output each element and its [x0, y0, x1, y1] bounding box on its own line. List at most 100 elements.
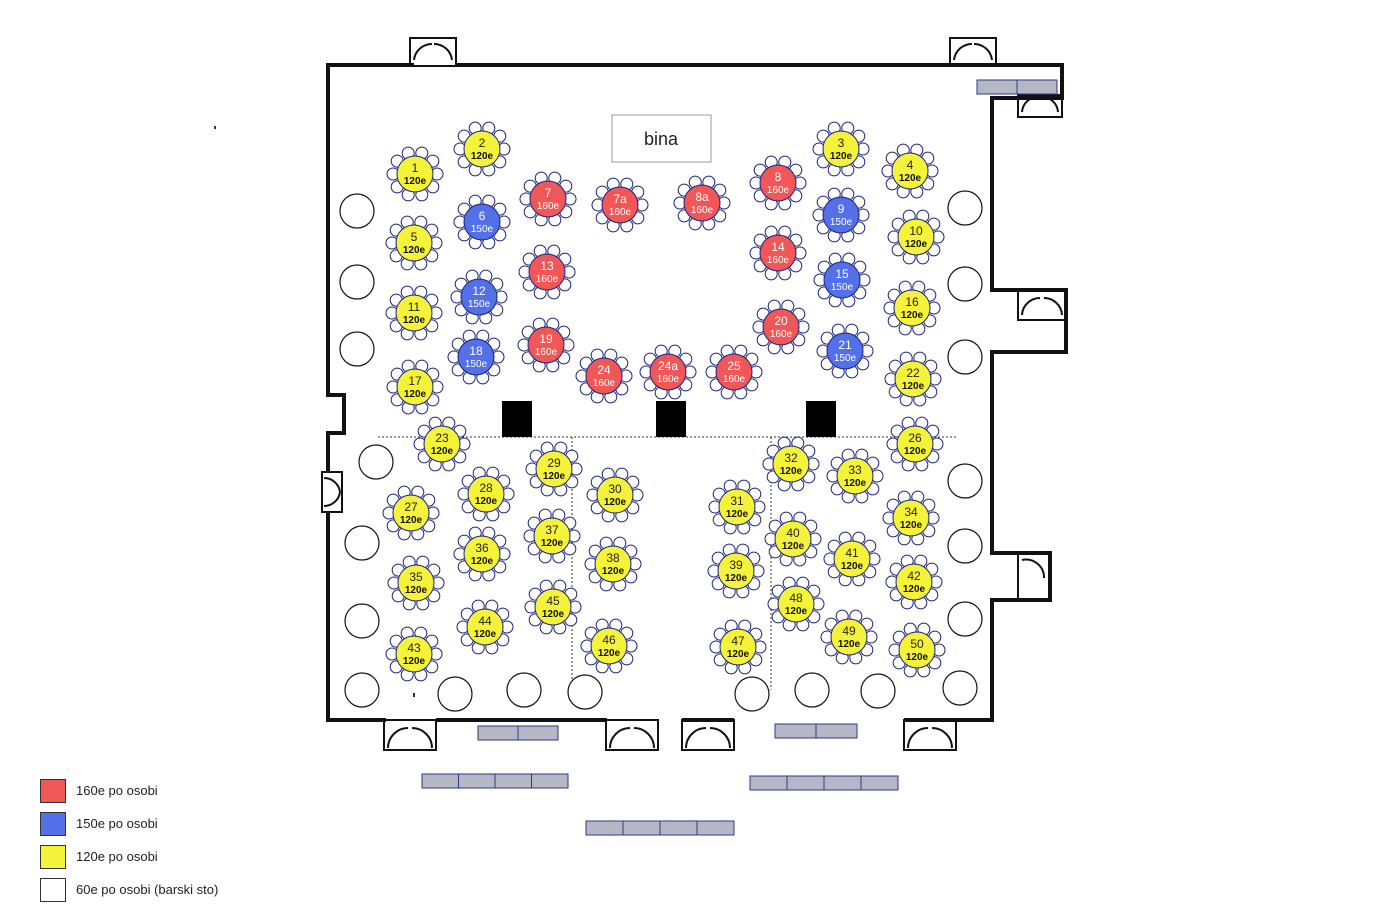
- pillar: [806, 401, 836, 437]
- bar-table[interactable]: [947, 463, 983, 499]
- bar-table[interactable]: [344, 525, 380, 561]
- bar-table[interactable]: [947, 339, 983, 375]
- table-number: 9: [838, 202, 845, 216]
- table-price: 150e: [830, 217, 853, 228]
- bar-table[interactable]: [358, 444, 394, 480]
- table-top: [529, 180, 567, 218]
- bar-table[interactable]: [344, 672, 380, 708]
- bar-table[interactable]: [794, 672, 830, 708]
- bar-table[interactable]: [947, 528, 983, 564]
- table-price: 120e: [782, 541, 805, 552]
- table-top: [894, 360, 932, 398]
- bar-table[interactable]: [947, 601, 983, 637]
- bench-segment: [421, 773, 459, 789]
- bar-table[interactable]: [567, 674, 603, 710]
- table-top: [395, 294, 433, 332]
- table-number: 7: [545, 186, 552, 200]
- table-top: [467, 475, 505, 513]
- table-number: 26: [908, 431, 922, 445]
- table-price: 160e: [691, 205, 714, 216]
- table-top: [826, 332, 864, 370]
- table-number: 5: [411, 230, 418, 244]
- bar-table[interactable]: [947, 266, 983, 302]
- bar-table[interactable]: [437, 676, 473, 712]
- bar-table[interactable]: [734, 676, 770, 712]
- table-number: 38: [606, 551, 620, 565]
- table-number: 30: [608, 482, 622, 496]
- bar-table[interactable]: [339, 331, 375, 367]
- doors: [321, 37, 1067, 751]
- table-number: 45: [546, 594, 560, 608]
- bar-table[interactable]: [860, 673, 896, 709]
- table-price: 160e: [767, 255, 790, 266]
- table-top: [718, 488, 756, 526]
- bar-table[interactable]: [506, 672, 542, 708]
- table-price: 150e: [831, 282, 854, 293]
- table-number: 28: [479, 481, 493, 495]
- table-number: 35: [409, 570, 423, 584]
- bar-table[interactable]: [339, 193, 375, 229]
- table-top: [823, 261, 861, 299]
- bar-table[interactable]: [942, 670, 978, 706]
- stage[interactable]: bina: [611, 114, 712, 163]
- bar-table[interactable]: [947, 190, 983, 226]
- table-number: 37: [545, 523, 559, 537]
- bar-table[interactable]: [344, 603, 380, 639]
- bar-table[interactable]: [339, 264, 375, 300]
- table-top: [833, 540, 871, 578]
